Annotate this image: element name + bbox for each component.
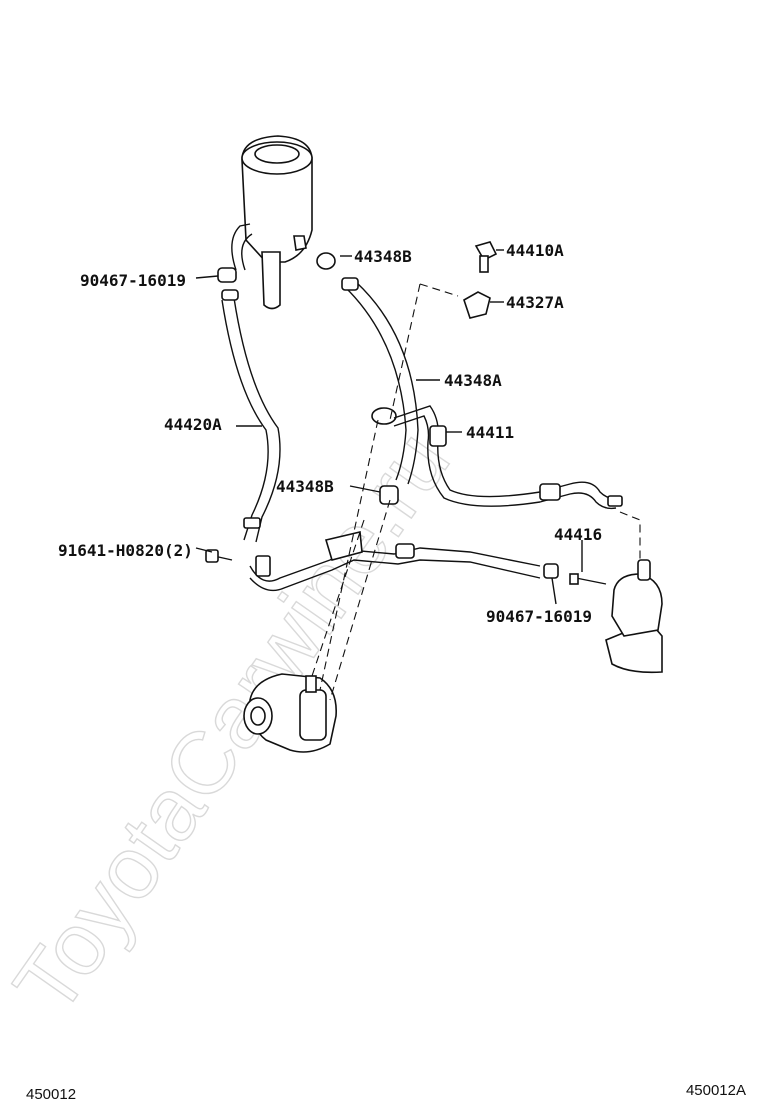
label-44348a: 44348A [444, 371, 502, 390]
label-90467-16019-bottom: 90467-16019 [486, 607, 592, 626]
watermark-text: ToyotaCarwine.ru [0, 413, 468, 1031]
reservoir-tank [231, 135, 313, 310]
gasket-44327a [463, 291, 491, 319]
label-44348b-top: 44348B [354, 247, 412, 266]
diagram-code-left: 450012 [26, 1086, 77, 1103]
diagram-code-right: 450012A [685, 1082, 746, 1099]
label-44410a: 44410A [506, 241, 564, 260]
label-91641-h0820: 91641-H0820(2) [58, 541, 193, 560]
label-90467-16019-top: 90467-16019 [80, 271, 186, 290]
return-hose-44420a [221, 299, 269, 541]
power-steering-pump [243, 673, 337, 753]
label-44411: 44411 [466, 423, 514, 442]
hose-clamp-mid [379, 485, 399, 505]
pressure-line-lower [205, 517, 559, 592]
suction-hose-44348a [343, 285, 407, 481]
label-44416: 44416 [554, 525, 602, 544]
label-44327a: 44327A [506, 293, 564, 312]
union-bolt-44410a [474, 241, 498, 273]
label-44420a: 44420A [164, 415, 222, 434]
hose-clamp-top [316, 252, 336, 270]
steering-gear-box [569, 559, 663, 674]
hose-clamp-top-left [217, 267, 237, 283]
label-44348b-mid: 44348B [276, 477, 334, 496]
